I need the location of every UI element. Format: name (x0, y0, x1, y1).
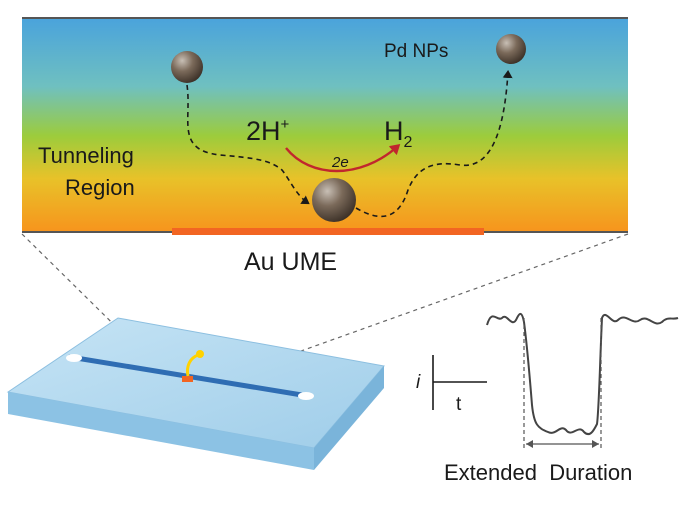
trajectory-out (355, 70, 513, 218)
electrons-label: 2e (331, 154, 349, 171)
particle-collision (312, 178, 356, 222)
duration-arrow-left (526, 440, 533, 448)
time-axis-label: t (456, 394, 462, 415)
region-label-line2: Region (65, 175, 135, 200)
chip-wire-tip (196, 350, 204, 358)
chip (6, 317, 385, 470)
trajectory-in (186, 84, 310, 205)
chip-wire (186, 353, 199, 377)
particle-end (496, 34, 526, 64)
reactant-label: 2H+ (246, 116, 290, 146)
current-axis-label: i (416, 372, 421, 393)
chip-port-left (66, 354, 82, 362)
duration-label: Extended Duration (444, 460, 632, 485)
chip-electrode (182, 376, 193, 382)
current-trace (486, 312, 679, 436)
particle-start (171, 51, 203, 83)
chip-port-right (298, 392, 314, 400)
electrode-label: Au UME (244, 248, 337, 276)
pd-nps-label: Pd NPs (384, 41, 448, 62)
region-label-line1: Tunneling (38, 143, 134, 168)
reaction-arrow (285, 144, 401, 173)
duration-arrow-right (592, 440, 599, 448)
product-label: H2 (384, 116, 413, 151)
axis-icon (432, 355, 487, 410)
electrode-strip (172, 228, 484, 235)
